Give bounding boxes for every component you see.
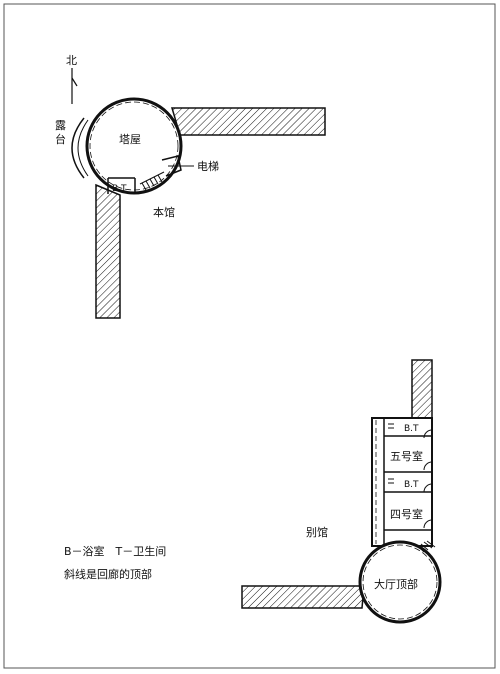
- room-label-room-4: 四号室: [390, 507, 423, 521]
- door-swing-2: [423, 461, 433, 471]
- main-building-label: 本馆: [153, 205, 175, 219]
- terrace-label-2: 台: [55, 132, 66, 146]
- page-frame: [3, 3, 496, 669]
- terrace-label-1: 露: [55, 119, 66, 132]
- north-arrow-icon: [71, 68, 78, 104]
- annex-room-block: [371, 417, 433, 547]
- stair-rail: [139, 171, 165, 185]
- north-label: 北: [66, 54, 77, 67]
- bath-toilet-label: B.T: [112, 184, 127, 194]
- legend: B－浴室 T－卫生间 斜线是回廊的顶部: [64, 544, 166, 581]
- tower-circle-inner: [89, 101, 179, 191]
- legend-line-1: B－浴室 T－卫生间: [64, 544, 166, 558]
- corridor-west: [241, 585, 365, 609]
- main-building: 北 塔屋 露 台 电梯 B.T 本馆: [55, 54, 326, 319]
- corridor-south: [95, 183, 121, 319]
- tower-room-label: 塔屋: [119, 133, 141, 146]
- room-label-room-5: 五号室: [390, 449, 423, 463]
- door-swing-1: [423, 429, 433, 439]
- annex-label: 别馆: [306, 525, 328, 539]
- room-label-bt-lower: B.T: [404, 480, 419, 490]
- hall-stairs: [417, 540, 436, 553]
- terrace-arc-inner: [77, 119, 89, 177]
- fixture-marks: [388, 423, 394, 484]
- legend-line-2: 斜线是回廊的顶部: [64, 567, 152, 581]
- hall-circle: [358, 540, 442, 624]
- hall-circle-inner: [362, 544, 438, 620]
- corridor-east: [170, 107, 326, 136]
- door-swing-3: [423, 483, 433, 493]
- door-swing-4: [423, 519, 433, 529]
- annex-building: 别馆 B.T 五号室 B.T 四号室 大厅顶部: [241, 359, 442, 624]
- tower-circle: [85, 97, 183, 195]
- stair-treads: [141, 174, 163, 191]
- room-label-bt-upper: B.T: [404, 424, 419, 434]
- elevator-label: 电梯: [197, 160, 219, 173]
- corridor-north: [411, 359, 433, 419]
- terrace-arc: [71, 117, 85, 179]
- elevator-shaft: [161, 155, 182, 177]
- hall-roof-label: 大厅顶部: [374, 577, 418, 591]
